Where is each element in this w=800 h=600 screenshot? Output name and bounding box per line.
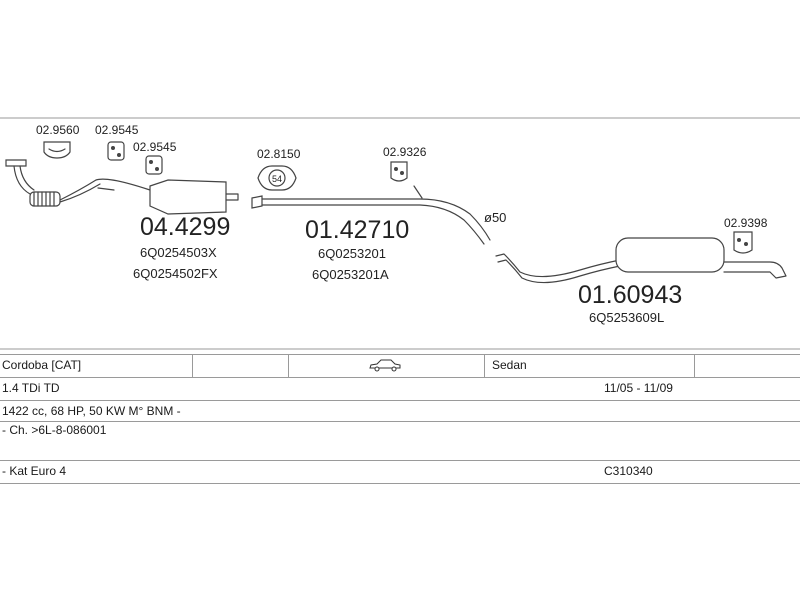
rear-section-code: 01.60943 [578, 281, 682, 309]
front-pipe-with-catalyst [5, 159, 239, 215]
table-row: - Ch. >6L-8-086001 [0, 421, 800, 460]
clamp-label-1: 02.9560 [36, 123, 80, 137]
hanger-icon [733, 231, 753, 254]
gasket-icon: 54 [257, 165, 297, 191]
clamp-label-3: 02.9545 [133, 140, 177, 154]
diameter-label: ø50 [484, 210, 506, 225]
vehicle-model: Cordoba [CAT] [2, 358, 82, 372]
rubber-mount-icon [107, 141, 125, 161]
vehicle-info-table: Cordoba [CAT] Sedan 1.4 TDi TD 11/05 - 1… [0, 354, 800, 484]
clamp-label-2: 02.9545 [95, 123, 139, 137]
middle-pipe [251, 185, 491, 245]
table-row: 1.4 TDi TD 11/05 - 11/09 [0, 377, 800, 400]
exhaust-diagram: 02.9560 02.9545 02.9545 02.8150 02.9326 … [0, 117, 800, 350]
hanger-label-2: 02.9398 [724, 216, 768, 230]
gasket-label: 02.8150 [257, 147, 301, 161]
rubber-mount-icon [145, 155, 163, 175]
table-row: - Kat Euro 4 C310340 [0, 460, 800, 484]
gasket-size-label: 54 [272, 174, 282, 184]
table-row: 1422 cc, 68 HP, 50 KW M° BNM - [0, 400, 800, 421]
rear-muffler [495, 237, 787, 284]
clamp-icon [43, 141, 71, 159]
vehicle-body-type: Sedan [492, 358, 527, 372]
hanger-label-1: 02.9326 [383, 145, 427, 159]
vehicle-chassis: - Ch. >6L-8-086001 [2, 423, 107, 437]
rear-section-oem-1: 6Q5253609L [589, 310, 664, 325]
vehicle-engine: 1.4 TDi TD [2, 381, 60, 395]
hanger-icon [390, 161, 408, 182]
front-section-oem-2: 6Q0254502FX [133, 266, 218, 281]
vehicle-emission: - Kat Euro 4 [2, 464, 67, 478]
front-section-code: 04.4299 [140, 213, 230, 241]
middle-section-oem-2: 6Q0253201A [312, 267, 389, 282]
catalog-code: C310340 [604, 464, 653, 478]
vehicle-years: 11/05 - 11/09 [604, 381, 673, 395]
middle-section-oem-1: 6Q0253201 [318, 246, 386, 261]
sedan-car-icon [369, 359, 401, 372]
table-row: Cordoba [CAT] Sedan [0, 354, 800, 377]
middle-section-code: 01.42710 [305, 216, 409, 244]
front-section-oem-1: 6Q0254503X [140, 245, 217, 260]
vehicle-spec: 1422 cc, 68 HP, 50 KW M° BNM - [2, 404, 181, 418]
